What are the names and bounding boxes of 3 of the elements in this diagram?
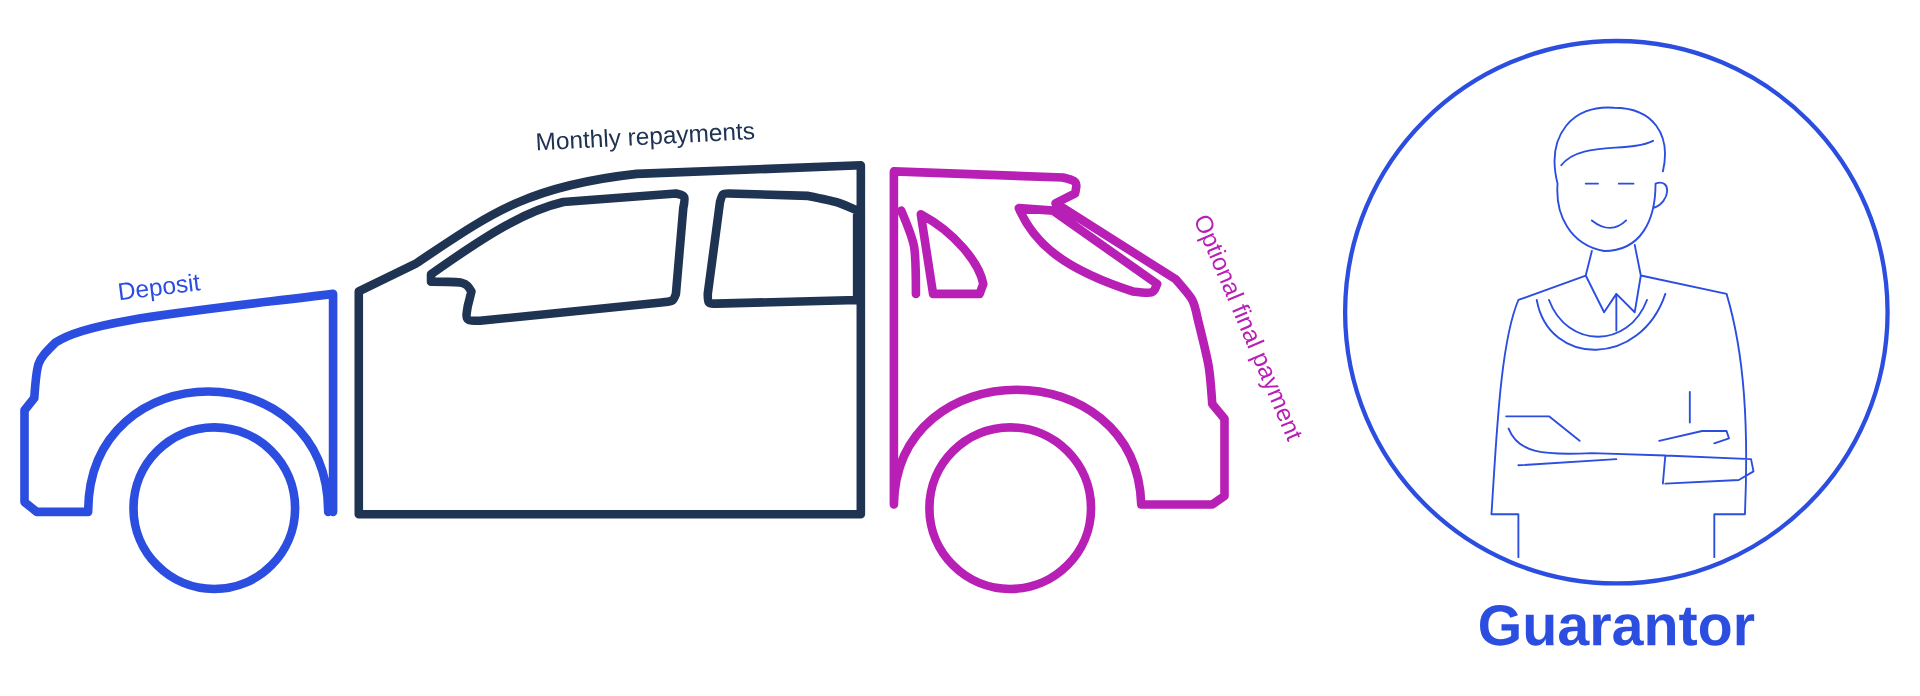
caption-text: Guarantor <box>1480 605 1755 646</box>
section-label: Monthly repayments <box>537 124 755 152</box>
section-label: Deposit <box>118 273 201 302</box>
